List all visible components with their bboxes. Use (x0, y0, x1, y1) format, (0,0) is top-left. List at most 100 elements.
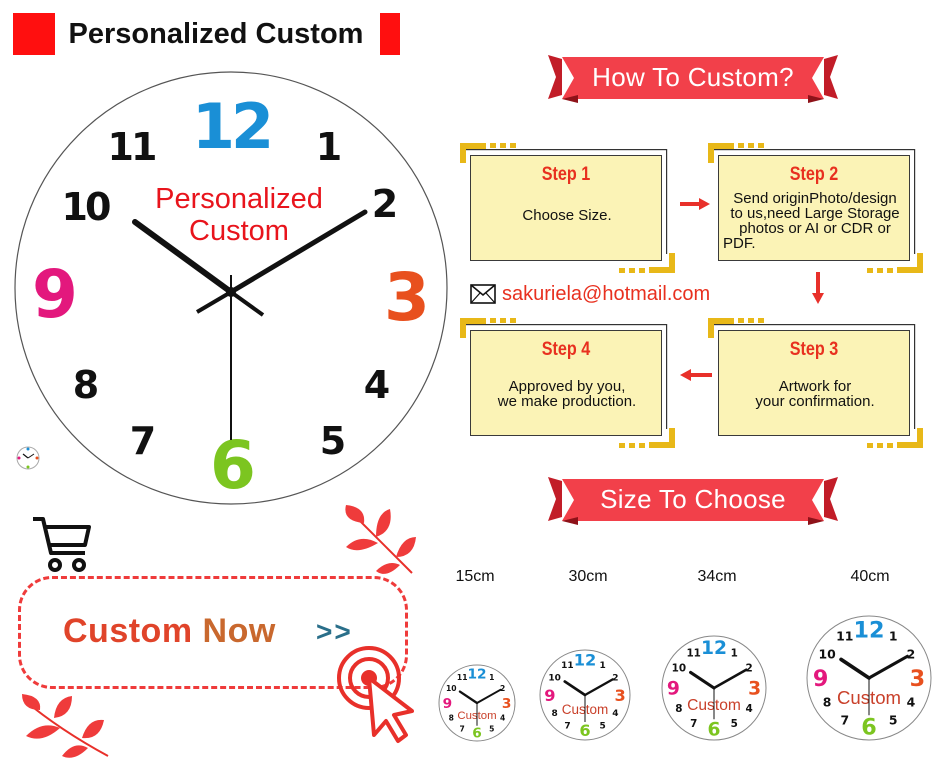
step-3-card: Step 3 Artwork for your confirmation. (708, 318, 923, 448)
numeral-9: 9 (32, 256, 78, 333)
header-title: Personalized Custom (68, 17, 364, 50)
arrow-down-icon (812, 272, 824, 304)
numeral-1: 1 (316, 125, 342, 169)
step-2-desc: Send originPhoto/design to us,need Large… (721, 191, 909, 251)
mini-numeral-n9: 9 (813, 666, 829, 692)
mini-numeral-n1: 1 (599, 661, 605, 671)
step-2-line-2: to us,need Large Storage (730, 205, 900, 222)
hour-hand (132, 219, 234, 295)
click-pointer-icon (337, 646, 414, 743)
step-4-card: Step 4 Approved by you, we make producti… (460, 318, 675, 448)
mini-numeral-n7: 7 (460, 724, 465, 733)
mini-numeral-n1: 1 (731, 648, 738, 660)
mini-numeral-n12: 12 (853, 618, 884, 644)
size-label-40: 40cm (850, 568, 890, 585)
mini-numeral-n4: 4 (745, 703, 752, 715)
mini-numeral-n10: 10 (548, 674, 561, 684)
numeral-8: 8 (73, 363, 99, 407)
step-4-line-2: we make production. (497, 393, 637, 410)
size-banner: Size To Choose (548, 477, 838, 525)
mini-numeral-n7: 7 (564, 722, 570, 732)
email-row: sakuriela@hotmail.com (470, 281, 710, 307)
clock-caption-line2: Custom (189, 215, 289, 247)
mini-numeral-n6: 6 (579, 721, 590, 740)
mini-numeral-n11: 11 (836, 629, 853, 644)
mini-numeral-n6: 6 (472, 726, 482, 742)
mini-numeral-n2: 2 (907, 646, 916, 661)
mini-numeral-n5: 5 (489, 724, 494, 733)
clock-caption-line1: Personalized (155, 183, 323, 215)
numeral-12: 12 (192, 90, 270, 163)
big-clock: 12 1 2 3 4 5 6 7 8 9 10 11 Personalized … (14, 71, 448, 505)
mini-numeral-n4: 4 (612, 709, 618, 719)
leaf-decoration-top (345, 505, 416, 574)
size-banner-text: Size To Choose (600, 483, 786, 514)
envelope-icon (470, 284, 496, 304)
mini-numeral-n2: 2 (745, 663, 752, 675)
step-3-title: Step 3 (789, 339, 839, 360)
mini-numeral-n4: 4 (907, 695, 916, 710)
arrow-right-icon (680, 198, 710, 210)
mini-numeral-n3: 3 (614, 686, 625, 705)
step-2-title: Step 2 (789, 164, 839, 185)
step-2-card: Step 2 Send originPhoto/design to us,nee… (708, 143, 923, 273)
step-1-desc: Choose Size. (522, 207, 612, 224)
mini-numeral-n7: 7 (840, 712, 849, 727)
small-clock-icon (16, 446, 40, 470)
mini-numeral-n11: 11 (686, 648, 700, 660)
mini-numeral-n9: 9 (544, 686, 555, 705)
custom-now-label: Custom Now (63, 612, 276, 651)
how-to-banner-text: How To Custom? (592, 61, 794, 92)
mini-numeral-n12: 12 (574, 651, 597, 670)
mini-numeral-n10: 10 (672, 663, 686, 675)
mini-numeral-n8: 8 (823, 695, 832, 710)
arrow-left-icon (680, 369, 712, 381)
numeral-5: 5 (320, 419, 346, 463)
step-2-line-1: Send originPhoto/design (733, 190, 897, 207)
mini-numeral-n3: 3 (910, 666, 926, 692)
step-3-desc: Artwork for your confirmation. (725, 379, 905, 409)
shopping-cart-icon[interactable] (31, 513, 93, 575)
mini-numeral-n5: 5 (731, 718, 738, 730)
size-label-15: 15cm (455, 568, 495, 585)
hand-tail-right (229, 290, 265, 317)
custom-now-arrows: >> (316, 616, 353, 647)
step-4-desc: Approved by you, we make production. (477, 379, 657, 409)
mini-numeral-n10: 10 (818, 646, 836, 661)
custom-label-a: Custom (63, 612, 193, 650)
mini-numeral-n1: 1 (489, 673, 494, 682)
custom-now-button[interactable] (18, 576, 408, 689)
header-left-bar (13, 13, 55, 55)
email-address[interactable]: sakuriela@hotmail.com (502, 282, 711, 305)
hand-tail-left (195, 290, 233, 314)
step-3-line-1: Artwork for (778, 378, 852, 395)
step-2-line-3: photos or AI or CDR or (739, 220, 891, 237)
numeral-3: 3 (384, 259, 430, 336)
mini-numeral-n8: 8 (675, 703, 682, 715)
mini-numeral-n9: 9 (667, 679, 680, 700)
mini-numeral-n11: 11 (457, 673, 468, 682)
mini-numeral-n11: 11 (561, 661, 574, 671)
numeral-7: 7 (130, 419, 156, 463)
mini-numeral-n2: 2 (500, 684, 505, 693)
mini-numeral-n12: 12 (701, 638, 727, 659)
step-1-title: Step 1 (541, 164, 591, 185)
mini-numeral-n10: 10 (446, 684, 457, 693)
mini-numeral-n3: 3 (502, 696, 512, 712)
mini-numeral-n5: 5 (889, 712, 898, 727)
custom-label-b: Now (202, 612, 276, 650)
mini-numeral-n9: 9 (443, 696, 453, 712)
numeral-10: 10 (62, 185, 110, 229)
mini-numeral-n12: 12 (467, 666, 486, 682)
step-2-line-4: PDF. (723, 235, 756, 252)
mini-numeral-n4: 4 (500, 714, 505, 723)
mini-numeral-n8: 8 (551, 709, 557, 719)
mini-numeral-n3: 3 (748, 679, 761, 700)
mini-numeral-n8: 8 (449, 714, 454, 723)
how-to-banner: How To Custom? (548, 55, 838, 103)
leaf-decoration-bottom (22, 694, 109, 758)
